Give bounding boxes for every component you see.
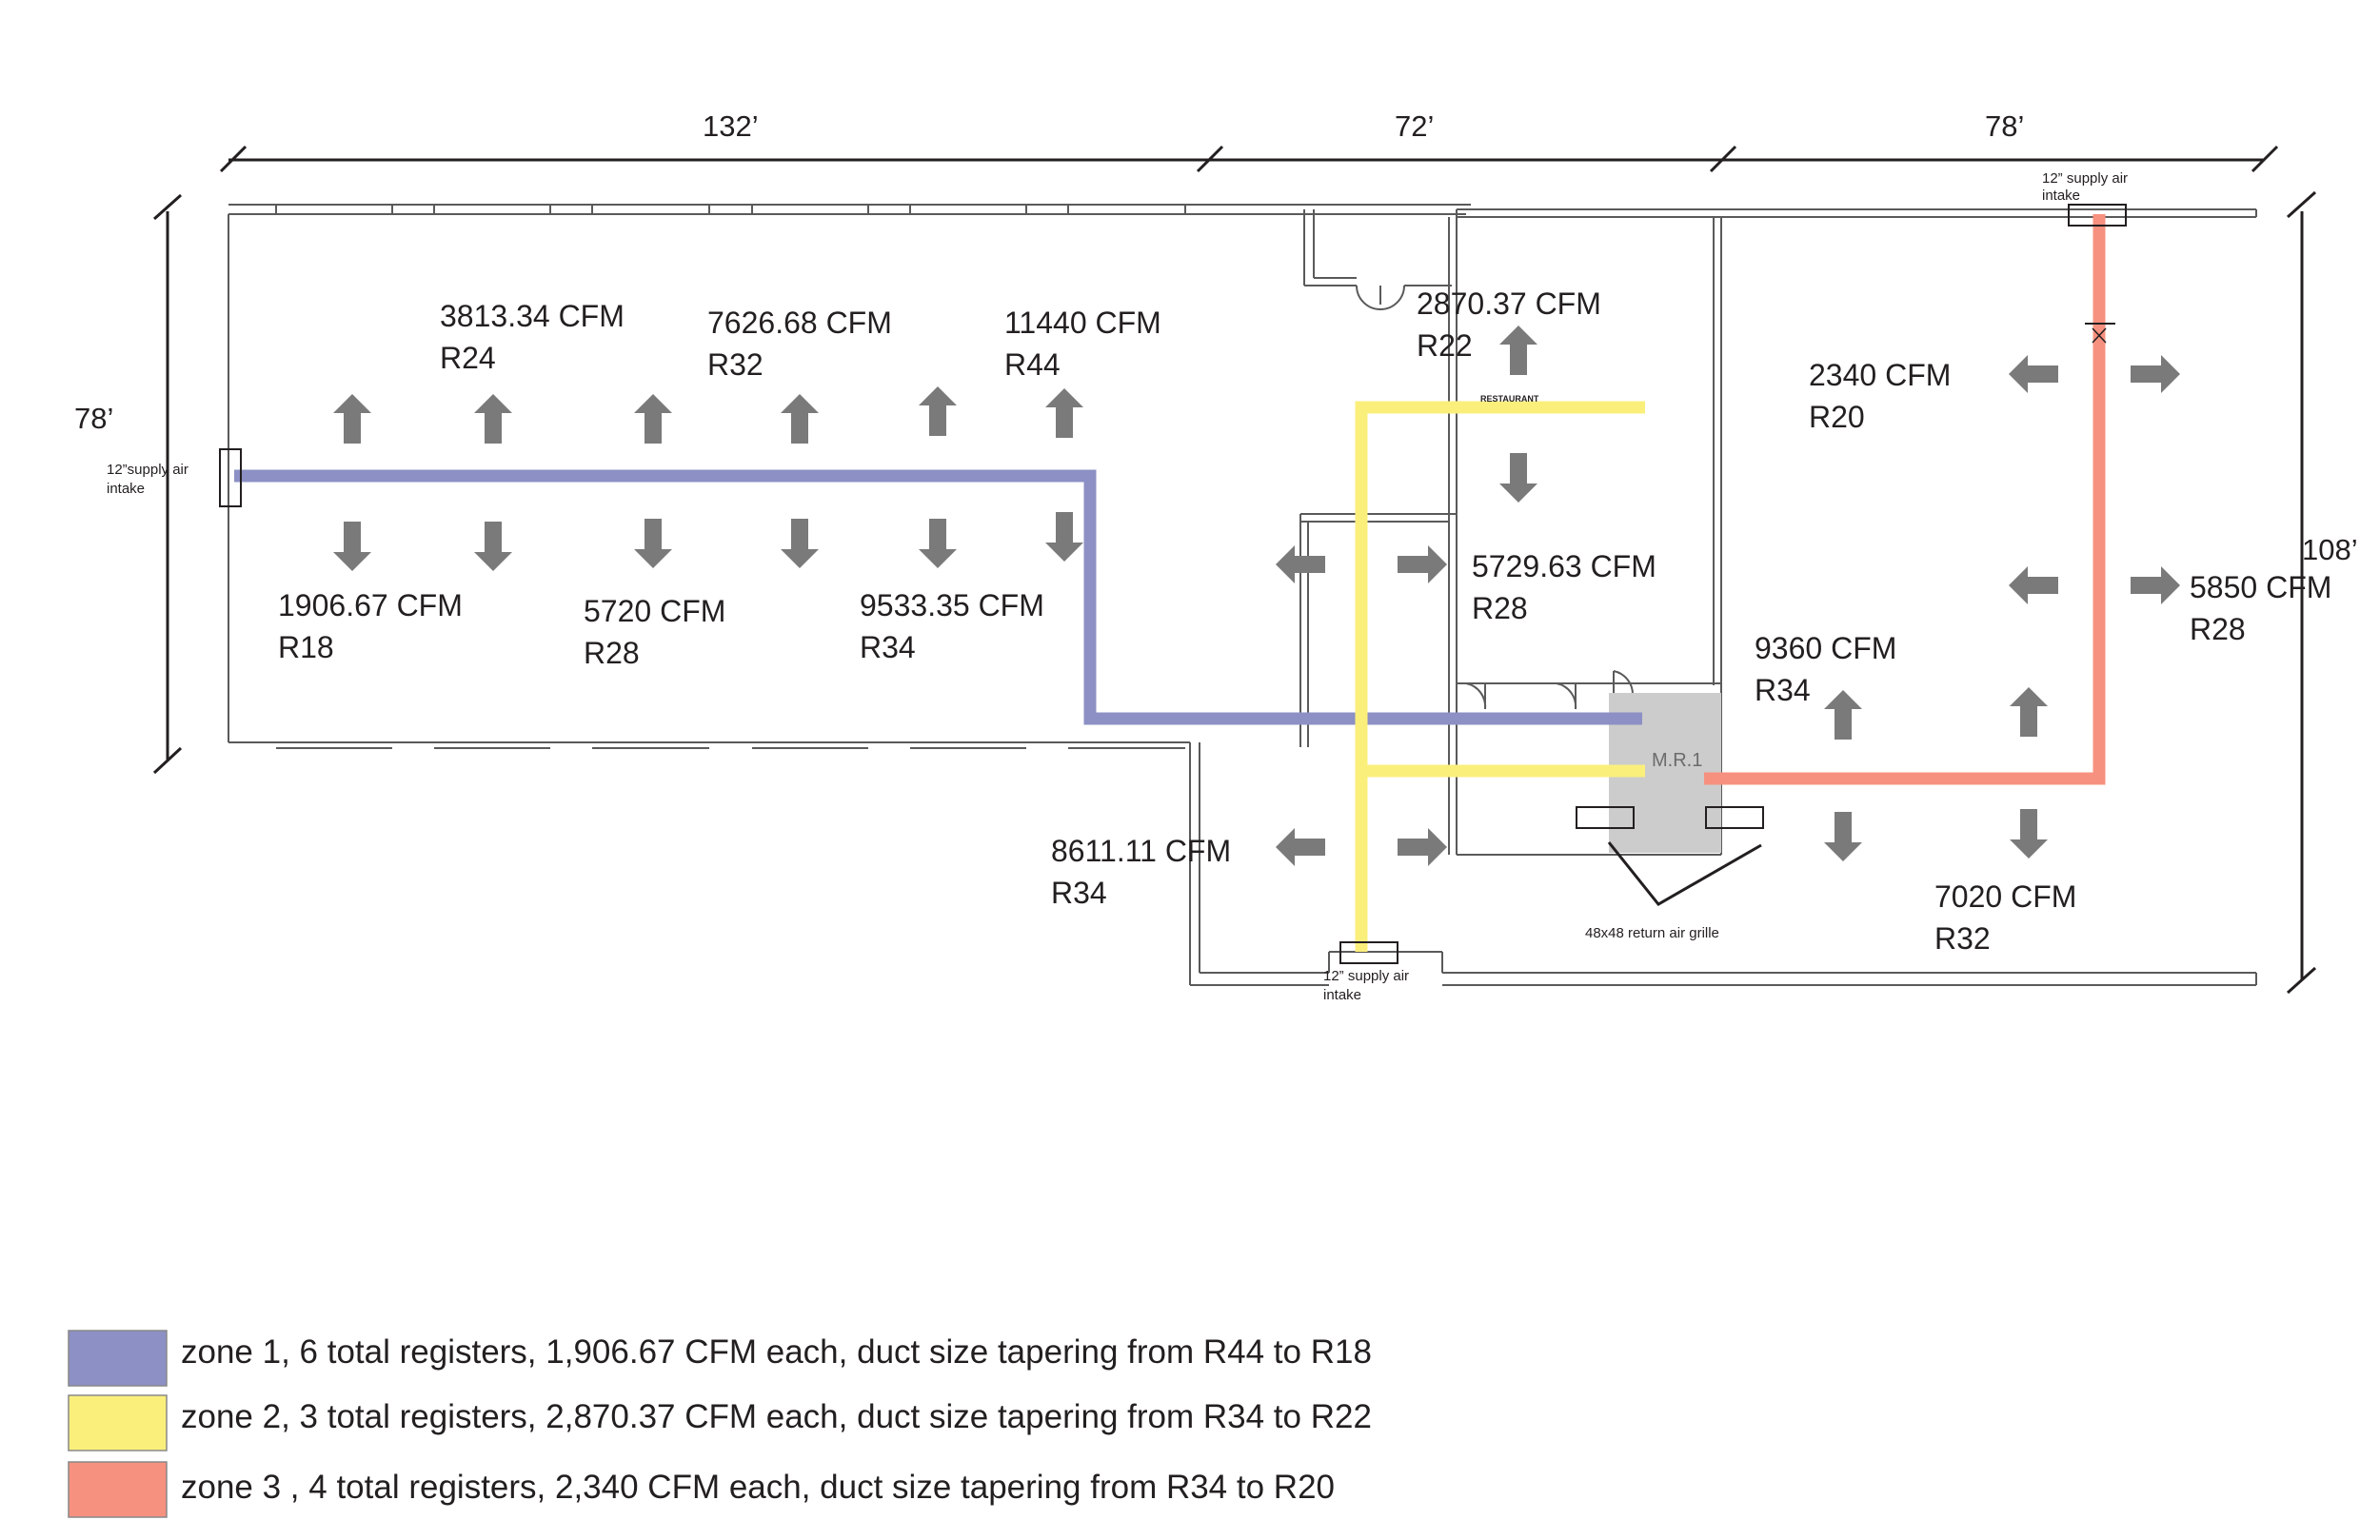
arrow-down-icon	[2010, 809, 2048, 859]
legend-swatch-zone1	[68, 1330, 168, 1387]
register-size: R34	[1051, 876, 1107, 910]
register-size: R18	[278, 630, 334, 664]
arrow-up-icon	[634, 394, 672, 444]
intake-left	[219, 448, 242, 507]
register-cfm: 1906.67 CFM	[278, 588, 463, 622]
register-size: R34	[860, 630, 916, 664]
arrow-right-icon	[2131, 566, 2180, 604]
arrow-down-icon	[1045, 512, 1083, 562]
intake-top-label-2: intake	[2042, 188, 2080, 204]
register-label-12: 9360 CFM R34	[1755, 631, 1896, 707]
register-label-3: 11440 CFM R44	[1004, 306, 1161, 382]
arrow-up-icon	[1045, 388, 1083, 438]
arrow-left-icon	[1276, 828, 1325, 866]
return-grille-a	[1576, 806, 1635, 829]
arrow-up-icon	[919, 386, 957, 436]
dim-top-right: 78’	[1985, 109, 2024, 143]
register-cfm: 2870.37 CFM	[1417, 286, 1601, 321]
legend-text-zone2: zone 2, 3 total registers, 2,870.37 CFM …	[181, 1398, 1372, 1435]
register-cfm: 11440 CFM	[1004, 306, 1161, 340]
register-label-5: 5720 CFM R28	[584, 594, 725, 670]
dim-right: 108’	[2302, 533, 2358, 566]
register-size: R32	[707, 347, 764, 382]
dimension-lines	[152, 145, 2317, 995]
register-label-8: 5729.63 CFM R28	[1472, 549, 1656, 625]
arrow-up-icon	[781, 394, 819, 444]
register-label-4: 1906.67 CFM R18	[278, 588, 463, 664]
intake-bottom-label-1: 12” supply air	[1323, 968, 1409, 984]
register-label-2: 7626.68 CFM R32	[707, 306, 892, 382]
intake-top-label-1: 12” supply air	[2042, 170, 2128, 187]
register-size: R20	[1809, 400, 1865, 434]
arrow-down-icon	[781, 519, 819, 568]
register-cfm: 5720 CFM	[584, 594, 725, 628]
legend-swatch-zone2	[68, 1394, 168, 1451]
arrow-down-icon	[1499, 453, 1537, 503]
return-grille-leader	[1607, 841, 1762, 906]
intake-left-label-1: 12”supply air	[107, 462, 188, 478]
register-size: R28	[584, 636, 640, 670]
register-cfm: 5850 CFM	[2190, 570, 2331, 604]
arrow-down-icon	[634, 519, 672, 568]
return-grille-b	[1705, 806, 1764, 829]
register-size: R24	[440, 341, 496, 375]
arrow-up-icon	[1499, 326, 1537, 375]
register-size: R44	[1004, 347, 1061, 382]
register-label-13: 7020 CFM R32	[1934, 879, 2076, 956]
intake-top	[2068, 204, 2127, 227]
legend: zone 1, 6 total registers, 1,906.67 CFM …	[68, 1330, 1372, 1518]
register-cfm: 9360 CFM	[1755, 631, 1896, 665]
register-label-1: 3813.34 CFM R24	[440, 299, 625, 375]
zone3-duct	[1704, 214, 2106, 785]
zone2-duct	[1355, 401, 1645, 952]
register-cfm: 3813.34 CFM	[440, 299, 625, 333]
register-cfm: 9533.35 CFM	[860, 588, 1044, 622]
arrow-down-icon	[474, 522, 512, 571]
register-cfm: 7020 CFM	[1934, 879, 2076, 914]
arrow-right-icon	[1398, 545, 1447, 583]
register-label-7: 2870.37 CFM R22	[1417, 286, 1601, 363]
intake-bottom-label-2: intake	[1323, 987, 1361, 1003]
return-grille-label: 48x48 return air grille	[1585, 925, 1719, 941]
register-label-10: 2340 CFM R20	[1809, 358, 1951, 434]
register-size: R28	[2190, 612, 2246, 646]
intake-left-label-2: intake	[107, 481, 145, 497]
arrow-down-icon	[919, 519, 957, 568]
legend-swatch-zone3	[68, 1461, 168, 1518]
dim-top-left: 132’	[703, 109, 759, 143]
arrow-right-icon	[1398, 828, 1447, 866]
dim-left: 78’	[74, 402, 113, 435]
register-cfm: 5729.63 CFM	[1472, 549, 1656, 583]
arrow-left-icon	[2009, 566, 2058, 604]
register-size: R28	[1472, 591, 1528, 625]
mr1-label: M.R.1	[1652, 750, 1702, 771]
dim-top-mid: 72’	[1395, 109, 1434, 143]
arrow-right-icon	[2131, 355, 2180, 393]
register-size: R34	[1755, 673, 1811, 707]
register-label-6: 9533.35 CFM R34	[860, 588, 1044, 664]
arrow-down-icon	[1824, 812, 1862, 861]
arrow-left-icon	[2009, 355, 2058, 393]
arrow-down-icon	[333, 522, 371, 571]
arrow-up-icon	[474, 394, 512, 444]
arrow-up-icon	[1824, 690, 1862, 740]
register-size: R22	[1417, 328, 1473, 363]
register-size: R32	[1934, 921, 1991, 956]
restaurant-label: RESTAURANT	[1480, 394, 1539, 404]
register-label-9: 8611.11 CFM R34	[1051, 834, 1231, 910]
register-cfm: 7626.68 CFM	[707, 306, 892, 340]
arrow-up-icon	[333, 394, 371, 444]
register-cfm: 8611.11 CFM	[1051, 834, 1231, 868]
vent-symbol-icon	[2085, 323, 2115, 344]
arrow-up-icon	[2010, 687, 2048, 737]
register-label-11: 5850 CFM R28	[2190, 570, 2331, 646]
legend-text-zone3: zone 3 , 4 total registers, 2,340 CFM ea…	[181, 1469, 1335, 1506]
register-cfm: 2340 CFM	[1809, 358, 1951, 392]
legend-text-zone1: zone 1, 6 total registers, 1,906.67 CFM …	[181, 1333, 1372, 1371]
intake-bottom	[1339, 941, 1398, 964]
